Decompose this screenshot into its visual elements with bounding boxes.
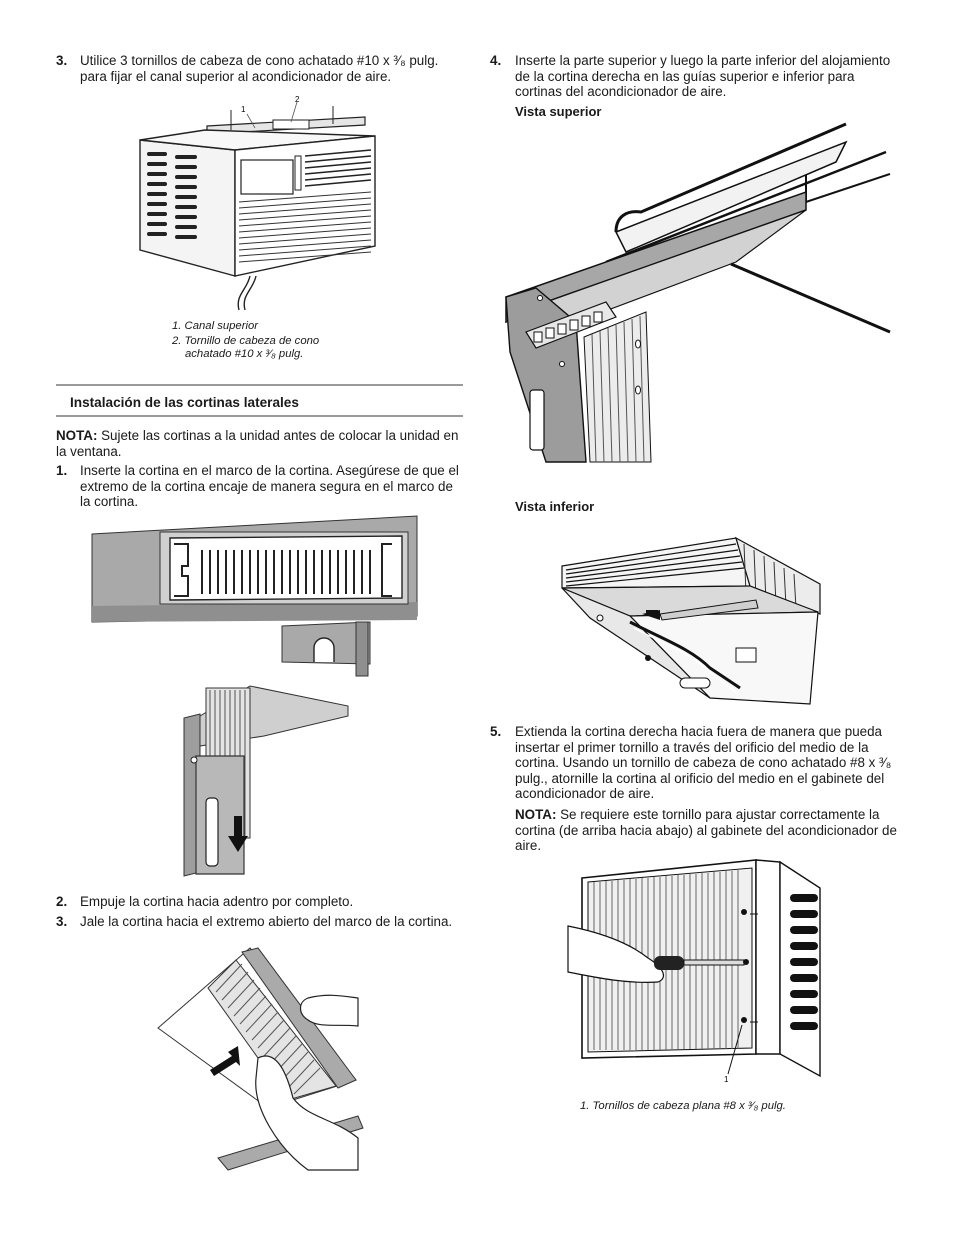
step-1-text: Inserte la cortina en el marco de la cor…	[80, 463, 459, 510]
top-view-illustration	[505, 122, 891, 463]
figure-1-caption-1: 1. Canal superior	[172, 320, 259, 332]
step-5-text: Extienda la cortina derecha hacia fuera …	[515, 724, 892, 802]
step-2-text: Empuje la cortina hacia adentro por comp…	[80, 894, 354, 909]
curtain-pull-illustration	[157, 947, 364, 1171]
ac-top-channel-illustration: 1 2	[139, 95, 376, 311]
section-heading: Instalación de las cortinas laterales	[70, 395, 299, 410]
curtain-frame-illustration	[91, 515, 418, 677]
note-2-text: Se requiere este tornillo para ajustar c…	[515, 807, 897, 854]
step-2-number: 2.	[56, 894, 68, 909]
step-3b-text: Jale la cortina hacia el extremo abierto…	[80, 914, 453, 929]
note-2-label: NOTA:	[515, 807, 557, 822]
figure-5-callout: 1	[724, 1075, 729, 1084]
section-rule-top	[56, 384, 463, 386]
step-5-number: 5.	[490, 724, 502, 739]
figure-1-caption-2b: achatado #10 x ³⁄₈ pulg.	[185, 348, 304, 360]
note-label: NOTA:	[56, 428, 98, 443]
step-3-text: Utilice 3 tornillos de cabeza de cono ac…	[80, 53, 439, 84]
bottom-view-illustration	[561, 536, 821, 705]
figure-5-caption: 1. Tornillos de cabeza plana #8 x ³⁄₈ pu…	[580, 1100, 786, 1112]
screw-install-illustration: 1	[567, 859, 821, 1084]
section-rule-bottom	[56, 415, 463, 417]
curtain-insert-illustration	[183, 685, 349, 877]
view-bottom-label: Vista inferior	[515, 499, 595, 514]
callout-2: 2	[295, 95, 300, 104]
note-2-paragraph: NOTA: Se requiere este tornillo para aju…	[515, 807, 900, 854]
step-4-text: Inserte la parte superior y luego la par…	[515, 53, 891, 100]
note-paragraph: NOTA: Sujete las cortinas a la unidad an…	[56, 428, 466, 459]
callout-1: 1	[241, 105, 246, 114]
step-1-number: 1.	[56, 463, 68, 478]
step-3-number: 3.	[56, 53, 68, 68]
view-top-label: Vista superior	[515, 104, 602, 119]
figure-1-caption-2a: 2. Tornillo de cabeza de cono	[172, 335, 320, 347]
step-3b-number: 3.	[56, 914, 68, 929]
note-text: Sujete las cortinas a la unidad antes de…	[56, 428, 459, 459]
step-4-number: 4.	[490, 53, 502, 68]
